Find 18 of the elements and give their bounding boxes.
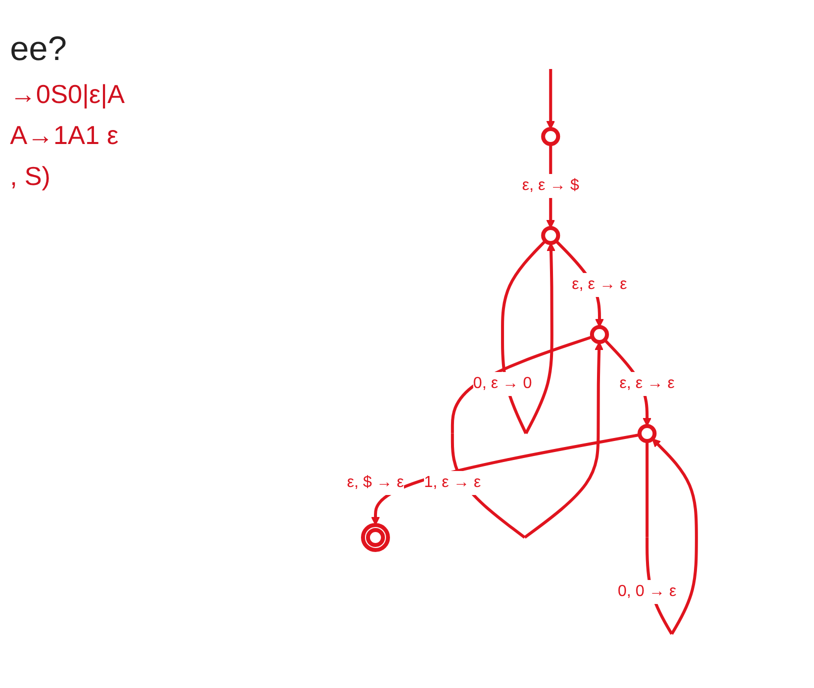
node-circle [541,126,560,146]
edge-label: ε, $ → ε [347,474,404,491]
edge-label: ε, ε → $ [522,176,580,194]
node-circle [541,226,560,245]
arrow [546,68,556,130]
edge-label: 0, 0 → ε [618,582,677,600]
question-text: ee? [10,30,68,69]
edge-label: ε, ε → ε [620,374,675,392]
node-circle [638,424,657,443]
edge-label: 1, ε → ε [424,474,482,491]
edge-label: 0, ε → 0 [473,374,532,392]
arrow [371,433,640,526]
edge-label: ε, ε → ε [572,276,628,293]
node-circle [361,522,390,552]
node-circle [590,324,610,344]
grammar-text: A→1A1 ε [10,120,120,151]
grammar-text: , S) [10,161,52,192]
grammar-text: →0S0|ε|A [10,79,126,110]
